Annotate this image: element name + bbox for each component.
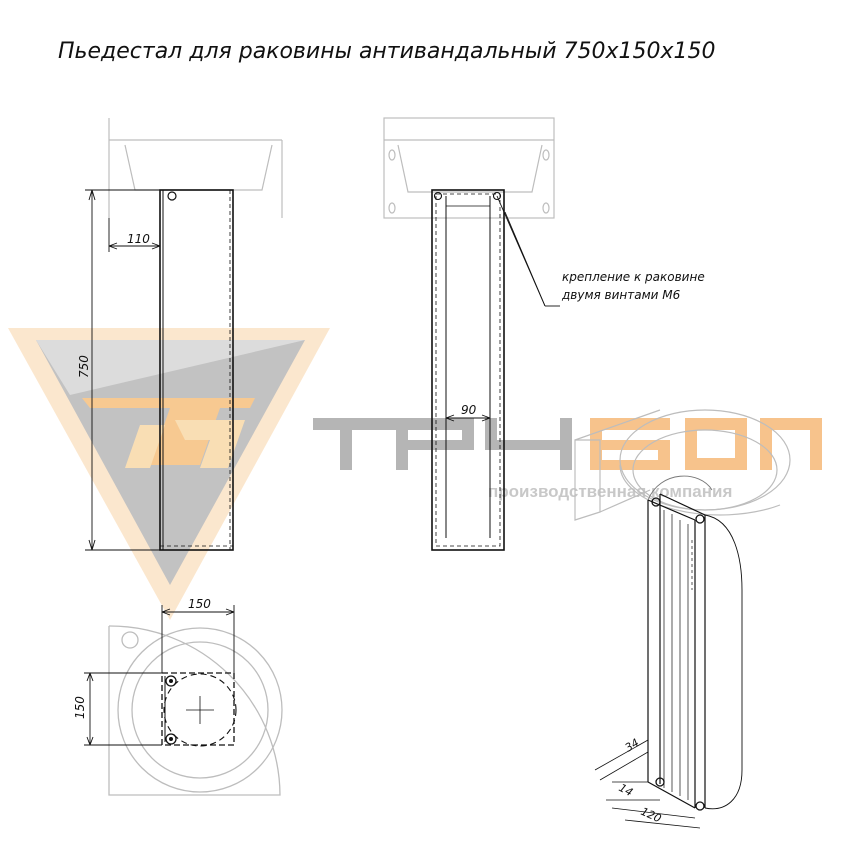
dim-label-plan-150: 150	[188, 597, 211, 611]
dim-front-height	[85, 189, 160, 551]
watermark: производственная компания	[8, 328, 822, 620]
plan-sink-outline	[108, 625, 283, 796]
dim-label-iso-34: 34	[623, 736, 642, 754]
side-pedestal-body	[431, 189, 505, 551]
watermark-tagline: производственная компания	[488, 482, 732, 501]
dim-front-offset	[108, 218, 161, 252]
watermark-logo-mark	[82, 398, 255, 468]
side-screw-left-icon	[433, 191, 443, 201]
front-view: 750 110	[77, 118, 283, 551]
annotation-line-2: двумя винтами М6	[561, 288, 681, 302]
front-screw-icon	[167, 191, 177, 201]
dim-label-plan-depth: 150	[73, 696, 87, 719]
side-view: 90	[383, 117, 560, 551]
dim-label-iso-14: 14	[617, 781, 635, 799]
iso-screw-top-left-icon	[651, 497, 661, 507]
front-sink-outline	[108, 118, 283, 218]
dim-label-750: 750	[77, 355, 91, 378]
dim-side-width	[445, 414, 491, 422]
dim-label-110: 110	[127, 232, 150, 246]
iso-screw-bottom-right-icon	[695, 801, 705, 811]
side-screw-right-icon	[492, 191, 502, 201]
plan-screw-top-icon	[165, 675, 177, 687]
watermark-brand	[313, 418, 822, 470]
side-sink-outline	[383, 117, 555, 219]
annotation-line-1: крепление к раковине	[562, 270, 705, 284]
annotation-leader	[496, 195, 560, 307]
front-pedestal-body	[159, 189, 234, 551]
isometric-view: 34 14 120	[574, 409, 791, 829]
watermark-triangle-highlight	[36, 340, 305, 395]
iso-pedestal-body	[647, 493, 706, 809]
iso-screw-bottom-left-icon	[655, 777, 665, 787]
plan-drain-outline	[163, 673, 237, 747]
iso-sink-outline	[574, 409, 791, 521]
plan-screw-bottom-icon	[165, 733, 177, 745]
iso-pedestal-right-face	[647, 475, 743, 810]
drawing-title: Пьедестал для раковины антивандальный 75…	[58, 39, 716, 64]
plan-view: 150 150	[73, 597, 283, 796]
iso-dimension-lines	[594, 739, 701, 829]
dim-plan-width	[161, 605, 235, 673]
dim-plan-depth	[84, 672, 162, 746]
dim-label-90: 90	[461, 403, 477, 417]
plan-pedestal-outline	[161, 672, 235, 746]
iso-screw-top-right-icon	[695, 514, 705, 524]
